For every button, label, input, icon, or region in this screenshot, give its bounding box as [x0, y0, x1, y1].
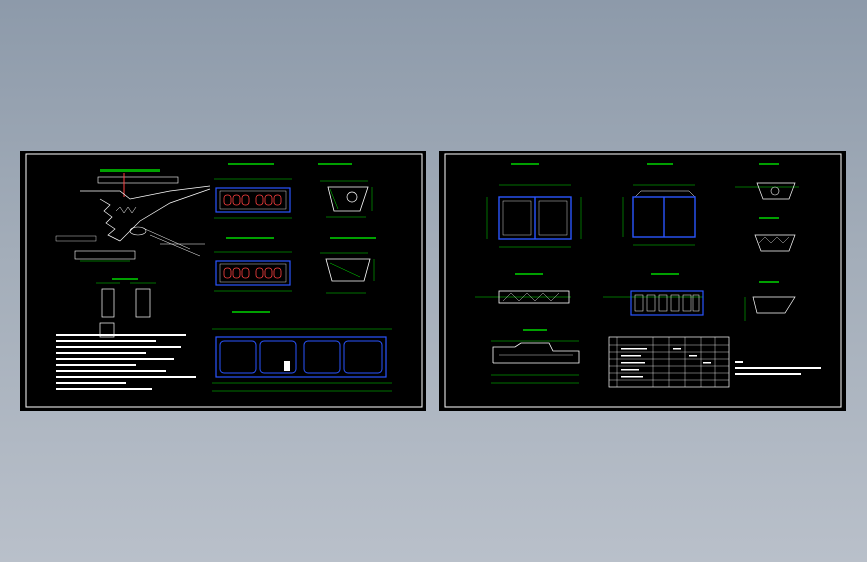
hatch-line — [329, 188, 339, 210]
view-title-bar — [651, 273, 679, 275]
drawing-canvas-left — [25, 153, 423, 408]
view-title-bar — [330, 237, 376, 239]
view-title-bar — [523, 329, 547, 331]
box-plan-view-top[interactable] — [214, 163, 292, 219]
pipe-circle — [770, 186, 780, 196]
section-outline — [327, 186, 369, 212]
notes-line — [56, 382, 126, 384]
notes-line — [735, 367, 821, 369]
headwall-outline — [754, 234, 796, 252]
notes-line — [56, 364, 136, 366]
inner-outline — [219, 263, 287, 283]
sheet-border — [25, 153, 423, 408]
column-detail-views[interactable] — [96, 278, 156, 338]
section-view-top-right[interactable] — [318, 163, 373, 218]
base-footing — [74, 250, 136, 260]
embankment-line — [119, 188, 211, 242]
hatch-line — [502, 292, 560, 302]
elevation-outline — [498, 290, 570, 304]
notes-line — [735, 361, 743, 363]
ground-hatch — [115, 206, 137, 214]
view-title-bar — [759, 281, 779, 283]
inner-outline — [219, 190, 287, 210]
slope-outline — [80, 185, 211, 200]
longitudinal-section-bottom[interactable] — [491, 329, 580, 384]
notes-line — [56, 340, 156, 342]
headwall-section-views[interactable] — [735, 163, 799, 321]
leader-line — [149, 234, 201, 257]
sheet-border — [444, 153, 842, 408]
structure-cells — [219, 340, 383, 374]
inner-cell — [502, 200, 532, 236]
double-cell-section-centre[interactable] — [622, 163, 696, 246]
slope-section-view[interactable] — [55, 169, 211, 262]
drawing-canvas-right — [444, 153, 842, 408]
view-title-bar — [759, 163, 779, 165]
leader-line — [144, 228, 191, 250]
inner-cell — [538, 200, 568, 236]
drawing-sheet-left[interactable] — [20, 151, 426, 411]
cell-openings — [634, 294, 700, 312]
elevation-view-bottom[interactable] — [212, 311, 392, 392]
box-plan-view-middle[interactable] — [214, 237, 292, 292]
elevation-view-middle-centre[interactable] — [603, 273, 704, 316]
cell-openings — [223, 194, 282, 206]
column-detail — [99, 322, 115, 338]
notes-line — [56, 352, 146, 354]
view-title-bar — [232, 311, 270, 313]
notes-line — [56, 370, 166, 372]
notes-line — [56, 346, 181, 348]
view-title-bar — [515, 273, 543, 275]
drain-pipe — [129, 226, 147, 236]
slope-steps — [99, 198, 121, 242]
pipe-circle — [346, 191, 358, 203]
view-title-bar — [759, 217, 779, 219]
notes-line — [56, 388, 152, 390]
notes-line — [56, 358, 174, 360]
material-schedule-table[interactable] — [608, 336, 730, 388]
structure-outline — [215, 336, 387, 378]
view-title-bar — [100, 169, 160, 172]
notes-block-right[interactable] — [735, 361, 821, 375]
general-notes-block[interactable] — [56, 334, 196, 390]
hatch-line — [758, 236, 790, 244]
hatch-line — [329, 262, 361, 278]
box-outline — [630, 290, 704, 316]
view-title-bar — [511, 163, 539, 165]
view-title-bar — [226, 237, 274, 239]
double-cell-section-left[interactable] — [486, 163, 582, 248]
notes-line — [56, 376, 196, 378]
joint-detail — [284, 361, 290, 371]
section-view-middle-right[interactable] — [320, 237, 376, 294]
title-block — [97, 176, 179, 184]
section-outline — [325, 258, 371, 282]
view-title-bar — [318, 163, 352, 165]
view-title-bar — [112, 278, 138, 280]
headwall-outline — [756, 182, 796, 200]
cell-openings — [223, 267, 282, 279]
notes-line — [56, 334, 186, 336]
view-title-bar — [228, 163, 274, 165]
view-title-bar — [647, 163, 673, 165]
column-detail — [101, 288, 115, 318]
table-grid-columns — [616, 337, 716, 387]
headwall-outline — [752, 296, 796, 314]
box-outline — [215, 260, 291, 286]
elevation-view-middle-left[interactable] — [475, 273, 571, 304]
box-outline — [215, 187, 291, 213]
notes-line — [735, 373, 801, 375]
note-label — [55, 235, 97, 242]
haunch-outline — [634, 190, 696, 198]
section-outline — [492, 342, 580, 364]
column-detail — [135, 288, 151, 318]
drawing-sheet-right[interactable] — [439, 151, 846, 411]
table-cell-text — [621, 348, 711, 378]
